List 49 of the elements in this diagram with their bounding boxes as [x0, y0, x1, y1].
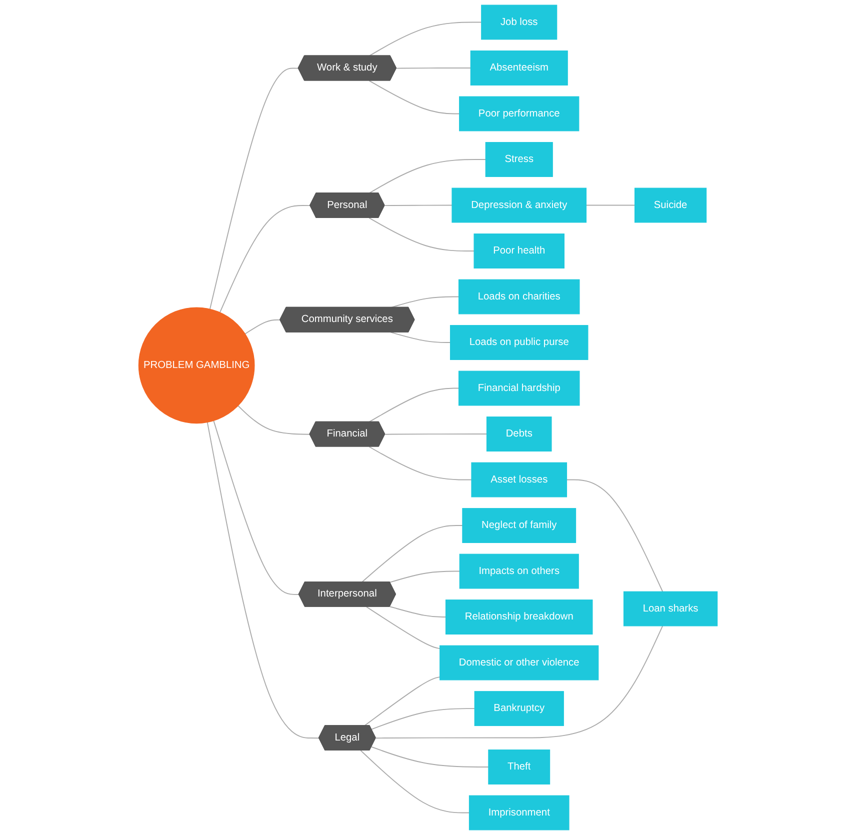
connector [375, 625, 664, 739]
connector [371, 708, 476, 730]
connector [360, 750, 470, 814]
connector [586, 204, 636, 206]
connector [389, 606, 446, 618]
node-box: Stress [485, 142, 553, 177]
node-box: Loan sharks [623, 591, 718, 626]
node-box: Neglect of family [462, 508, 576, 543]
connector [368, 388, 460, 422]
node-box: Bankruptcy [474, 691, 564, 726]
connector [213, 420, 300, 595]
node-box: Poor health [474, 234, 564, 268]
connector [366, 606, 440, 650]
node-box: Loads on public purse [450, 325, 588, 360]
node-box: Absenteeism [470, 50, 568, 86]
connector [389, 570, 460, 583]
node-box: Debts [486, 416, 552, 452]
node-box: Domestic or other violence [440, 645, 599, 680]
node-box: Loads on charities [458, 279, 580, 314]
node-box: Impacts on others [459, 554, 579, 589]
connector [368, 446, 472, 480]
connector [368, 22, 482, 56]
node-circle: PROBLEM GAMBLING [138, 307, 255, 424]
connector [368, 80, 460, 114]
node-box: Poor performance [459, 96, 580, 132]
node-box: Relationship breakdown [445, 600, 593, 635]
node-box: Financial hardship [458, 370, 580, 406]
node-box: Theft [488, 750, 550, 784]
connector [384, 204, 452, 206]
connector [206, 422, 320, 739]
connector [390, 332, 451, 343]
connector [361, 525, 463, 583]
connector [209, 68, 299, 310]
connector [371, 746, 489, 768]
connector [396, 68, 472, 69]
connector [364, 676, 440, 726]
connector [219, 205, 311, 313]
connector [390, 296, 460, 308]
connector [238, 405, 310, 435]
node-box: Depression & anxiety [452, 188, 587, 223]
node-box: Asset losses [471, 462, 568, 498]
connector [244, 319, 281, 334]
node-box: Imprisonment [468, 795, 570, 830]
connector [566, 479, 664, 592]
connector [384, 434, 488, 435]
node-box: Suicide [634, 188, 707, 223]
node-box: Job loss [481, 4, 558, 40]
connector [368, 159, 486, 194]
connector [368, 217, 475, 252]
